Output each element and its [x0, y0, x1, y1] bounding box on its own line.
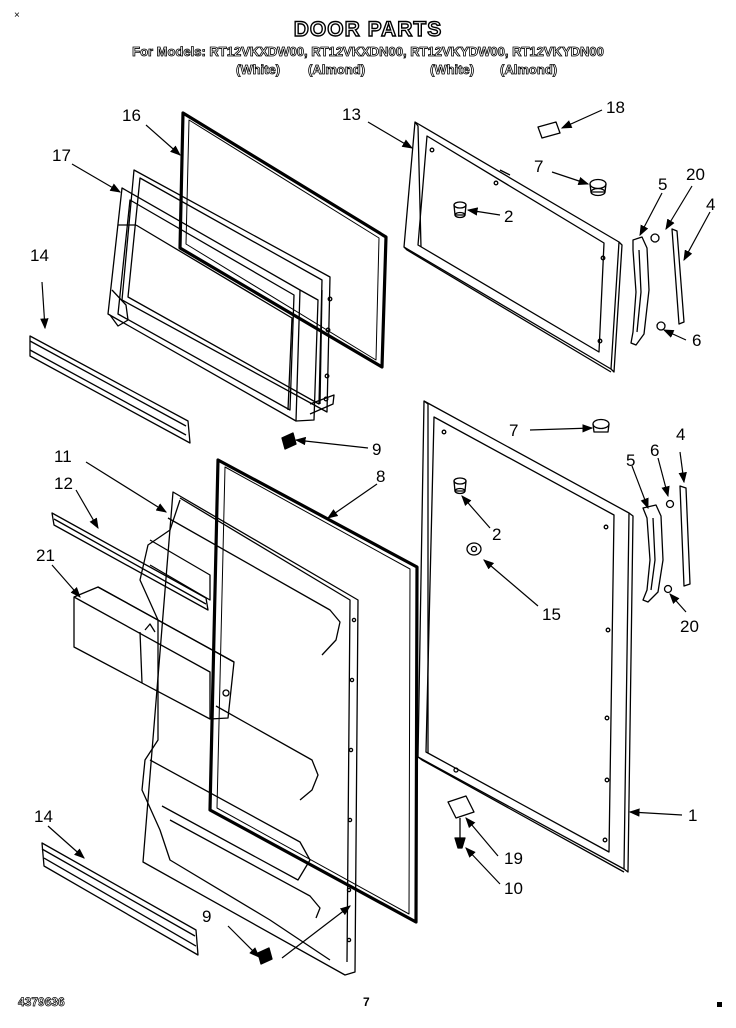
callout-2-bottom: 2 — [492, 525, 501, 544]
callout-11: 11 — [54, 447, 72, 466]
callout-19: 19 — [504, 849, 523, 868]
fresh-food-bushing — [453, 477, 467, 495]
freezer-bushing — [453, 201, 467, 219]
page-title: DOOR PARTS — [293, 17, 443, 41]
color-label-almond-1: (Almond) — [308, 62, 366, 78]
color-label-white-1: (White) — [236, 62, 281, 78]
fresh-food-liner — [139, 491, 359, 976]
freezer-screw — [281, 432, 297, 450]
callout-9-top: 9 — [372, 440, 381, 459]
fresh-food-door-trim — [41, 842, 199, 956]
callout-4-top: 4 — [706, 195, 715, 214]
callout-14-top: 14 — [30, 246, 49, 265]
callout-8: 8 — [376, 467, 385, 486]
callout-10: 10 — [504, 879, 523, 898]
dairy-compartment — [73, 586, 235, 720]
door-plug-button — [466, 542, 482, 556]
callout-numbers: 16 17 14 13 18 7 2 5 20 4 6 9 11 8 12 21… — [30, 98, 715, 926]
door-label-part — [537, 121, 561, 139]
freezer-outer-door — [403, 121, 623, 373]
leader-lines — [40, 109, 711, 959]
callout-6-bottom: 6 — [650, 441, 659, 460]
callout-17: 17 — [52, 146, 71, 165]
callout-6-top: 6 — [692, 331, 701, 350]
callout-1: 1 — [688, 806, 697, 825]
bottom-hinge — [447, 795, 475, 849]
callout-20-top: 20 — [686, 165, 705, 184]
callout-12: 12 — [54, 474, 73, 493]
freezer-gasket — [178, 111, 388, 369]
callout-7-top: 7 — [534, 157, 543, 176]
color-label-almond-2: (Almond) — [500, 62, 558, 78]
callout-18: 18 — [606, 98, 625, 117]
header: DOOR PARTS For Models: RT12VKXDW00, RT12… — [0, 0, 736, 90]
callout-14-bottom: 14 — [34, 807, 53, 826]
callout-13: 13 — [342, 105, 361, 124]
fresh-food-handle — [642, 485, 691, 603]
callout-21: 21 — [36, 546, 55, 565]
fresh-food-screw — [257, 947, 273, 965]
models-line: For Models: RT12VKXDW00, RT12VKXDN00, RT… — [132, 44, 605, 60]
callout-2-top: 2 — [504, 207, 513, 226]
callout-15: 15 — [542, 605, 561, 624]
fresh-food-plug — [592, 418, 610, 433]
shelf-rail — [51, 512, 209, 611]
freezer-plug — [589, 178, 607, 197]
freezer-door-trim — [29, 335, 191, 444]
fresh-food-outer-door — [417, 400, 634, 873]
callout-20-bottom: 20 — [680, 617, 699, 636]
freezer-liner — [107, 169, 335, 422]
callout-4-bottom: 4 — [676, 425, 685, 444]
fresh-food-gasket — [208, 458, 419, 924]
page-number: 7 — [363, 995, 370, 1009]
part-code: 4379636 — [18, 995, 65, 1010]
callout-5-top: 5 — [658, 175, 667, 194]
callout-16: 16 — [122, 106, 141, 125]
corner-dot — [717, 1002, 722, 1007]
callout-9-bottom: 9 — [202, 907, 211, 926]
color-label-white-2: (White) — [430, 62, 475, 78]
freezer-handle — [630, 228, 685, 346]
corner-mark: × — [14, 10, 20, 21]
callout-5-bottom: 5 — [626, 451, 635, 470]
callout-7-bottom: 7 — [509, 421, 518, 440]
